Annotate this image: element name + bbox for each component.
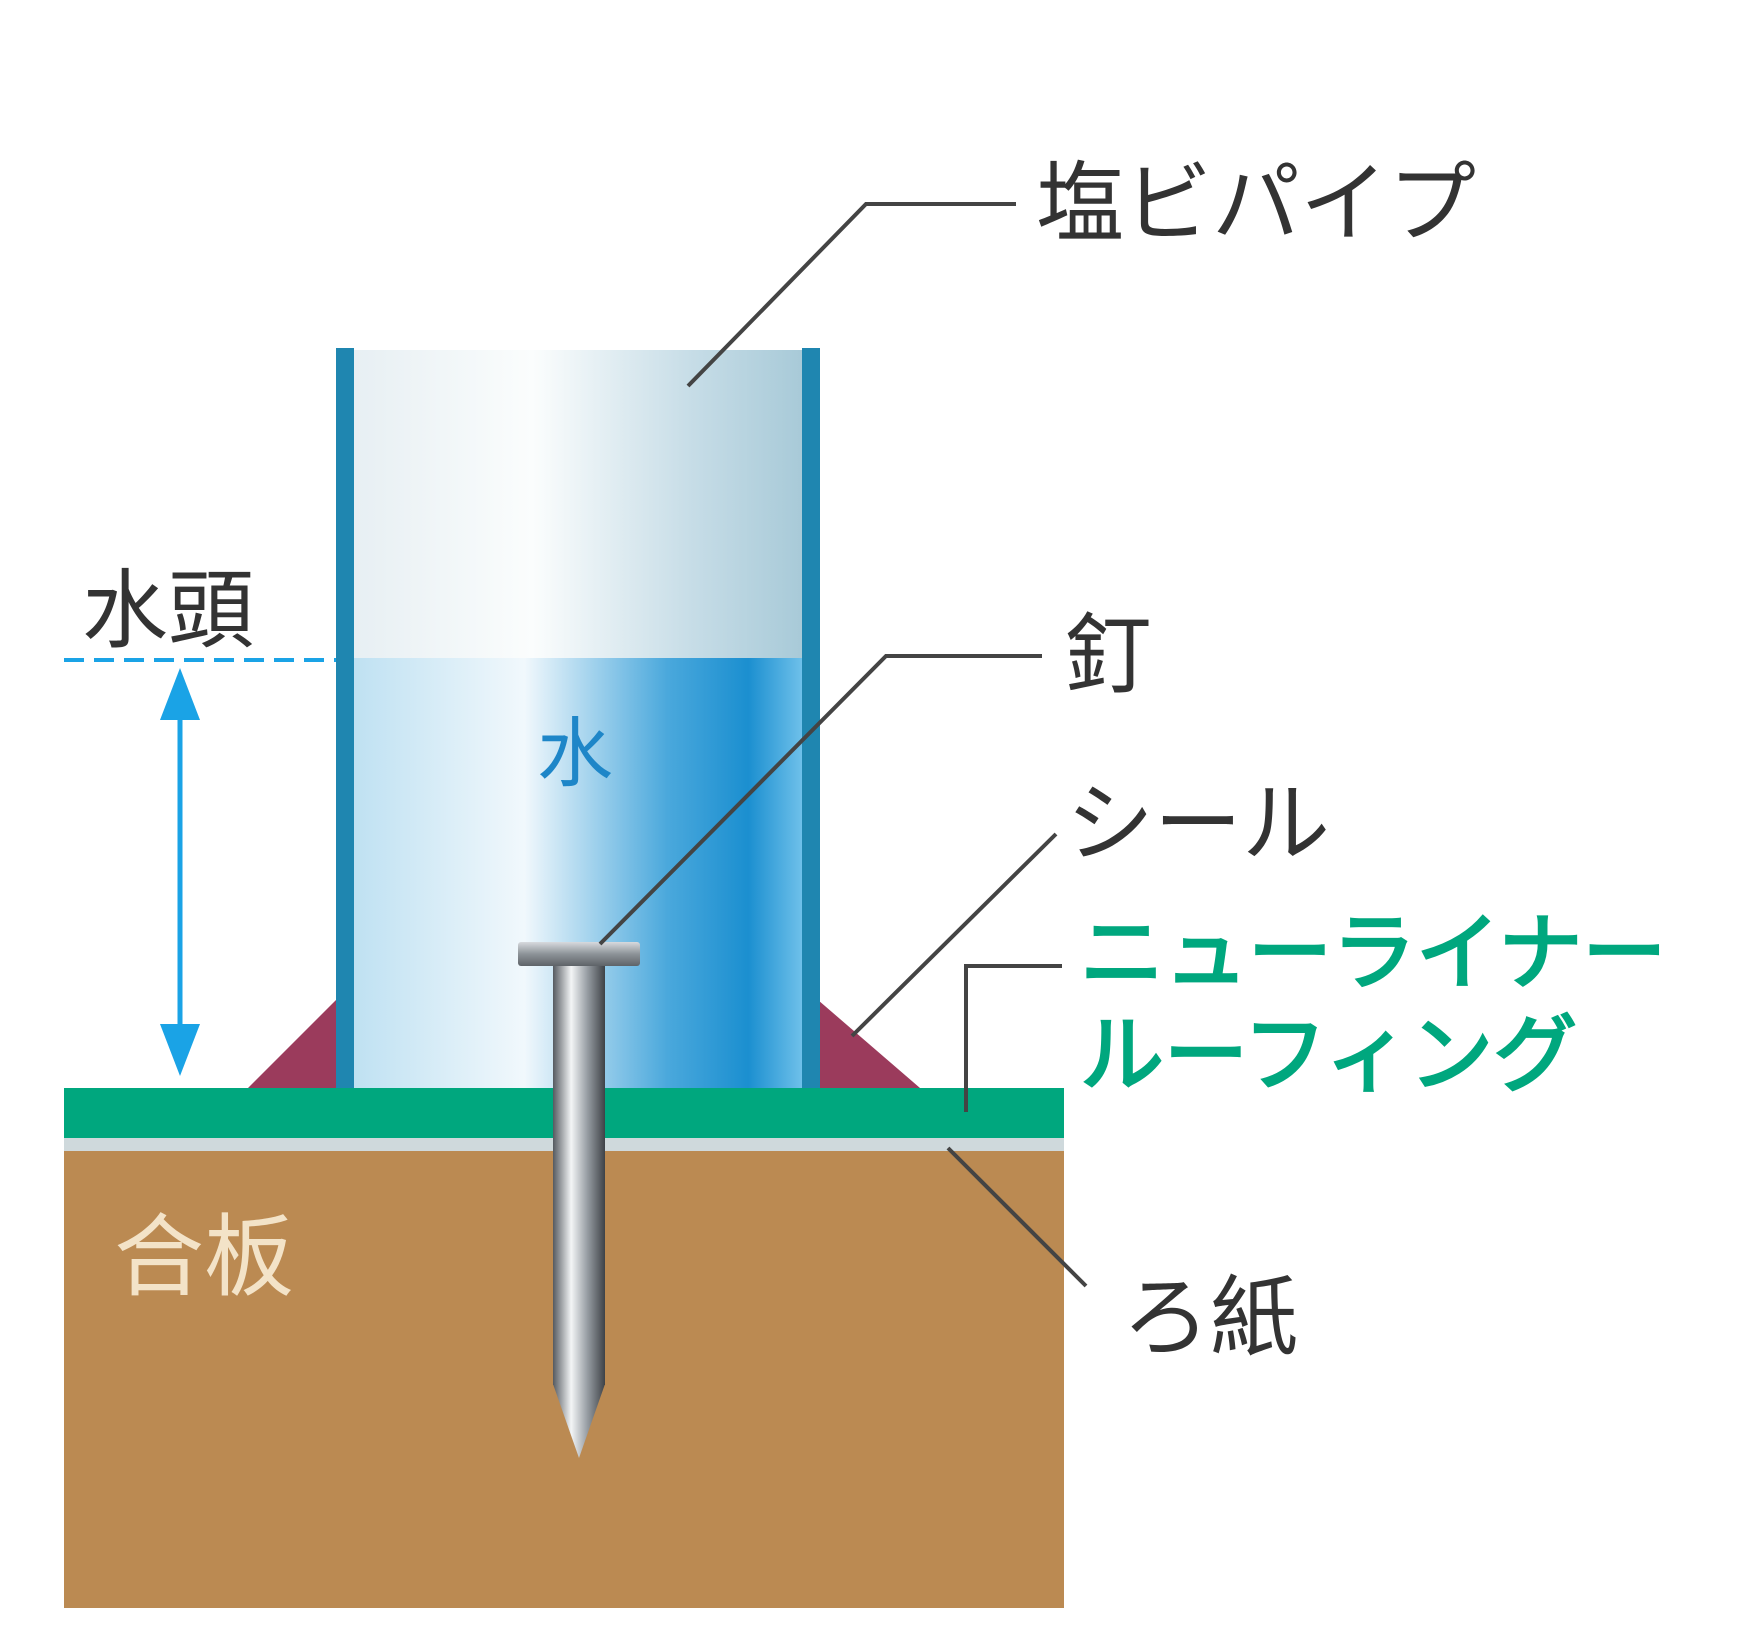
pipe-label: 塩ビパイプ [1036,152,1476,255]
roofing-label-line2: ルーフィング [1080,1006,1577,1104]
roofing-leader-line [964,964,1062,1112]
pipe-leader-line [686,202,1016,388]
plywood-label: 合板 [114,1205,294,1310]
water-head-arrow-up [160,668,200,720]
filter-paper-leader-line [946,1146,1088,1288]
roofing-label-line1: ニューライナー [1080,904,1666,1002]
water-label: 水 [537,709,613,798]
nail-head [518,942,640,966]
seal-label: シール [1066,772,1330,875]
nail-leader-line [598,654,1042,946]
filter-paper-label: ろ紙 [1122,1266,1298,1369]
nail-label: 釘 [1064,604,1152,707]
seal-left [248,1000,336,1088]
pipe-wall-left [336,348,354,1088]
water-head-label: 水頭 [82,561,254,661]
pipe-wall-right [802,348,820,1088]
nail-shank [553,965,605,1385]
pipe-empty-region [354,350,802,658]
water-head-arrow-down [160,1024,200,1076]
seal-leader-line [850,832,1058,1038]
nail-tip [553,1384,605,1458]
seal-right [818,1000,920,1088]
